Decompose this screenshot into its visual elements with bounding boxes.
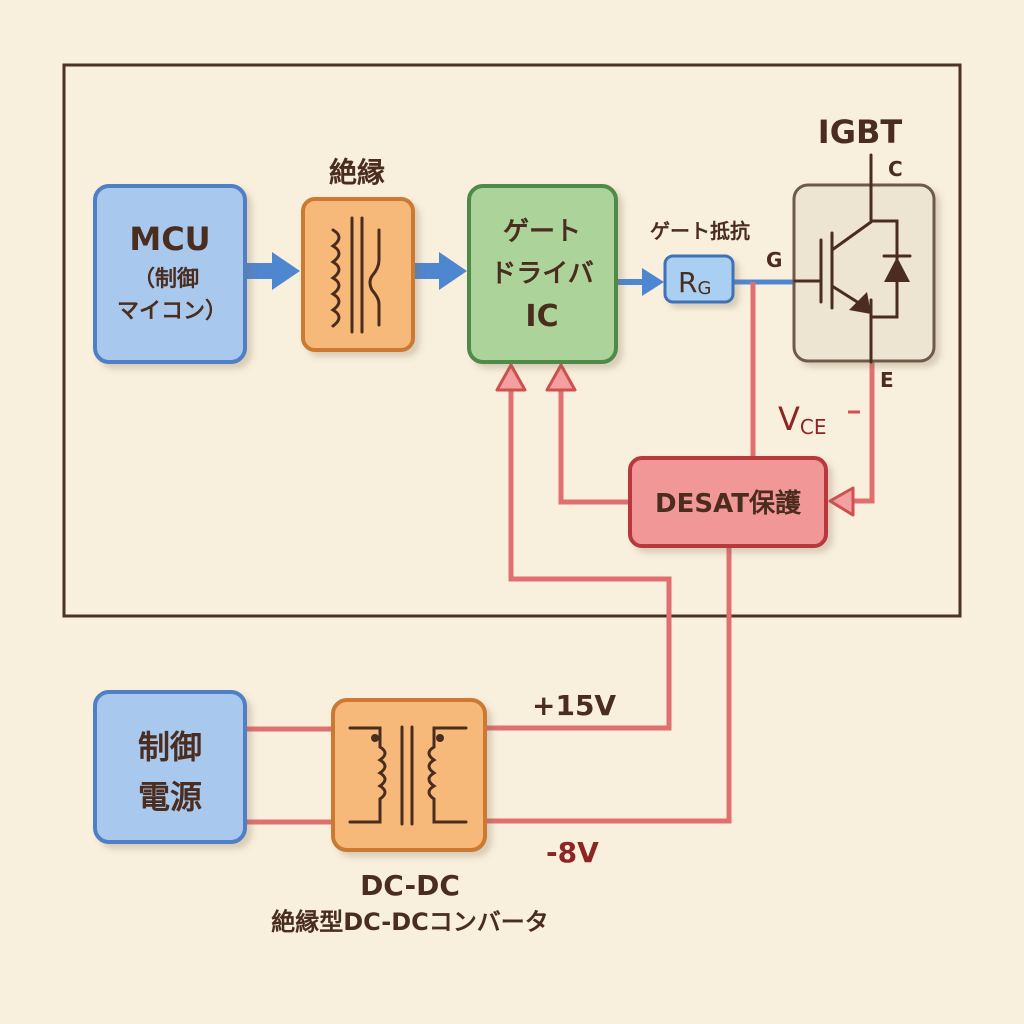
positive-rail-label: +15V [532, 689, 616, 722]
dcdc-label: DC-DC [360, 869, 460, 902]
mcu-sublabel-1: （制御 [133, 266, 199, 292]
positive-rail-line [486, 378, 672, 731]
gate-driver-label-2: ドライバ [490, 259, 593, 289]
mcu-block[interactable]: MCU （制御 マイコン） [93, 184, 247, 364]
diode-triangle [884, 257, 910, 282]
control-power-label-1: 制御 [138, 728, 202, 766]
dcdc-converter-block[interactable] [331, 698, 487, 852]
gate-resistor-block[interactable]: RG [663, 254, 735, 304]
isolation-label: 絶縁 [329, 156, 385, 189]
primary-dot [371, 734, 379, 742]
desat-label: DESAT保護 [655, 488, 802, 519]
emitter-to-desat-line [840, 362, 875, 504]
signal-arrow-isolation-to-driver [413, 252, 467, 290]
isolation-block[interactable] [301, 197, 415, 352]
rg-symbol: RG [678, 266, 711, 299]
gate-driver-label-1: ゲート [503, 217, 581, 247]
mcu-label: MCU [129, 220, 210, 258]
mcu-sublabel-2: マイコン） [117, 299, 227, 324]
igbt-block[interactable] [792, 153, 936, 364]
gate-resistor-label: ゲート抵抗 [650, 219, 750, 243]
arrowhead-emitter-to-desat [828, 486, 855, 517]
igbt-emitter-label: E [880, 368, 894, 392]
desat-protection-block[interactable]: DESAT保護 [628, 456, 828, 548]
isolated-side-frame [62, 63, 962, 618]
igbt-gate-label: G [766, 248, 782, 272]
igbt-collector-label: C [888, 157, 903, 181]
secondary-dot [436, 734, 444, 742]
isolation-transformer-icon [330, 216, 381, 334]
control-power-label-2: 電源 [138, 778, 202, 816]
gate-driver-label-3: IC [525, 299, 558, 334]
negative-rail-label: -8V [546, 836, 599, 869]
vce-label: VCE [778, 400, 827, 439]
signal-arrow-mcu-to-isolation [246, 252, 300, 290]
arrowhead-desat-to-driver [545, 363, 577, 392]
arrowhead-rail-to-driver [495, 363, 527, 392]
dcdc-description: 絶縁型DC-DCコンバータ [271, 908, 549, 936]
control-power-block[interactable]: 制御 電源 [93, 690, 247, 844]
negative-rail-line [486, 548, 732, 824]
transformer-icon [348, 725, 468, 826]
igbt-emitter-arrow [849, 292, 871, 314]
signal-arrow-driver-to-rg [617, 268, 664, 296]
gate-driver-ic-block[interactable]: ゲート ドライバ IC [467, 184, 618, 364]
desat-fault-line [558, 378, 630, 505]
igbt-label: IGBT [818, 113, 903, 151]
